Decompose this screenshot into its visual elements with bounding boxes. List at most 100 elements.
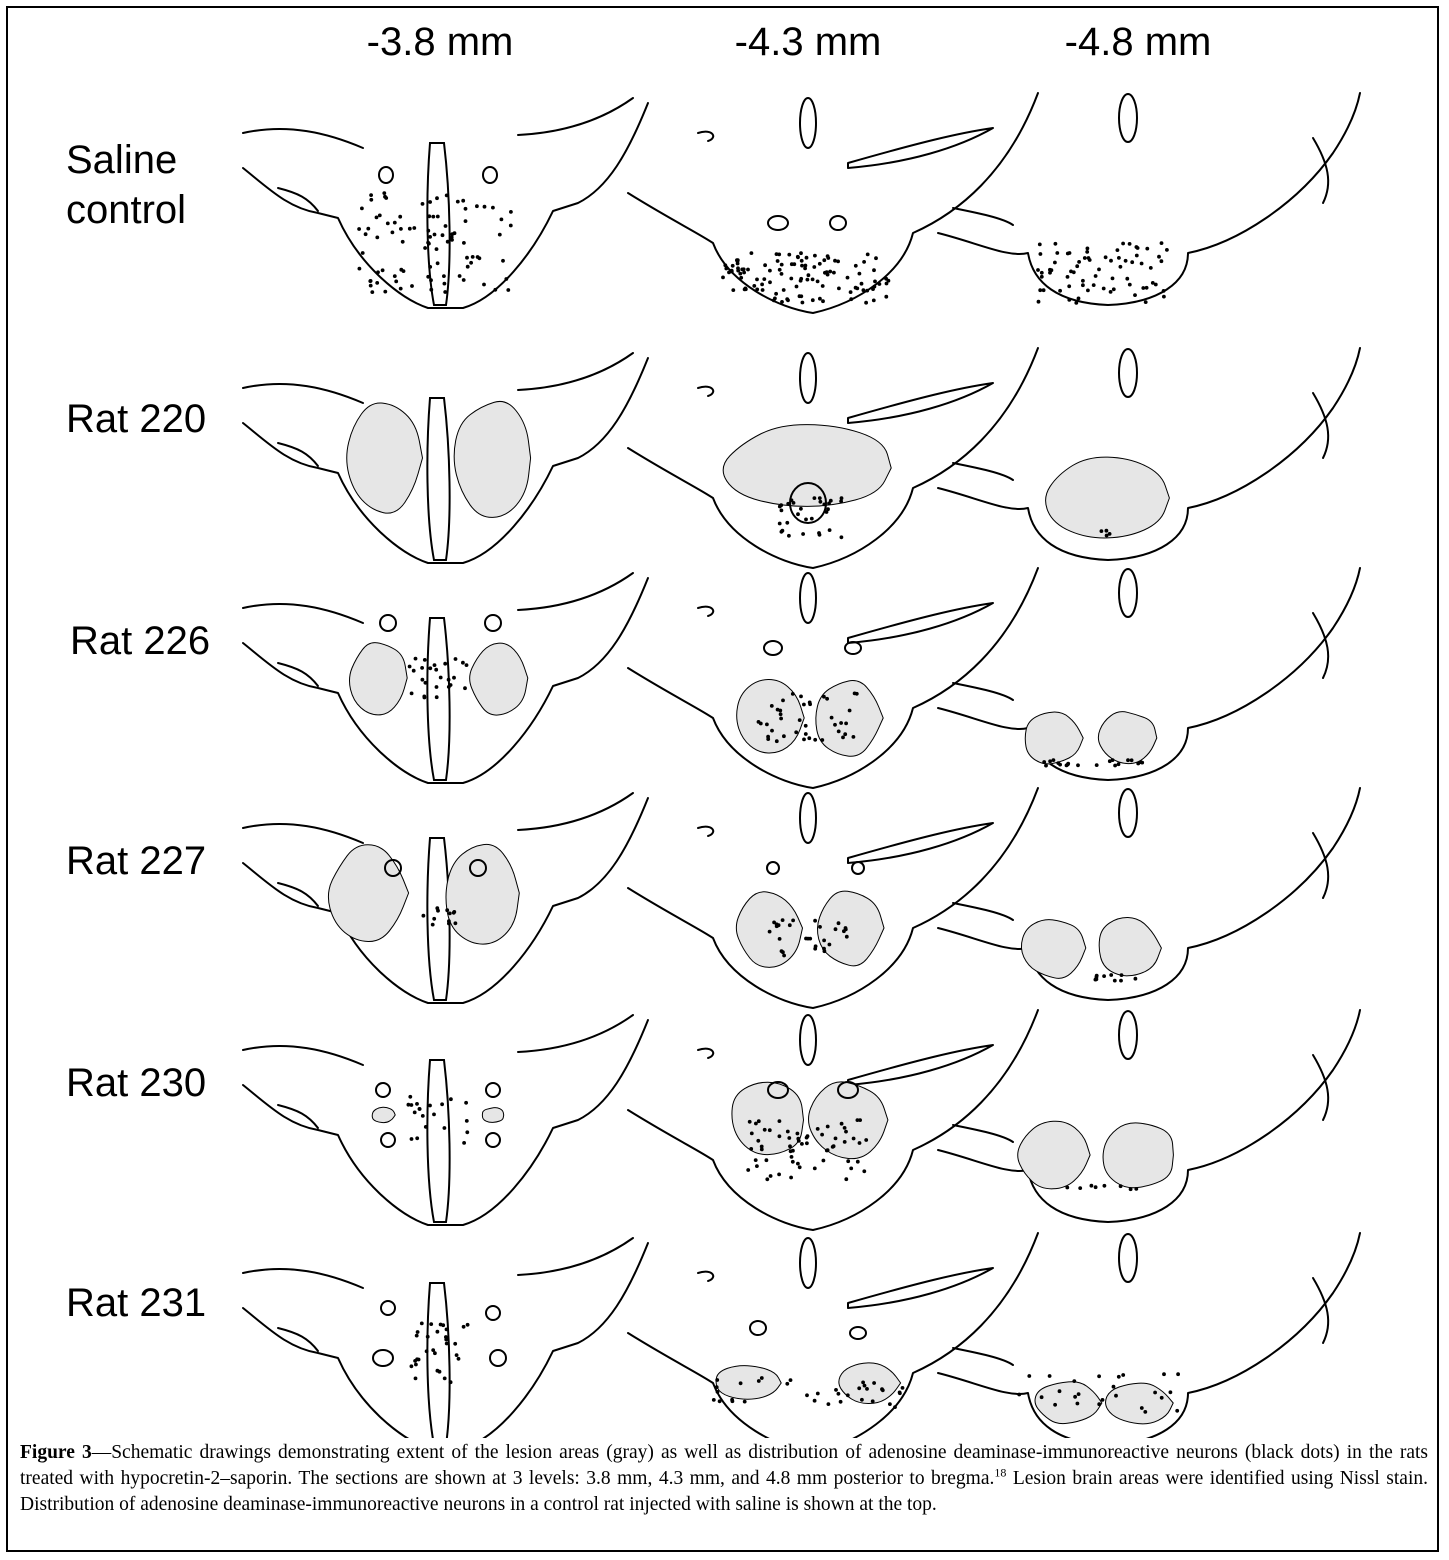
neuron-dot	[844, 722, 848, 726]
neuron-dot	[1055, 251, 1059, 255]
neuron-dot	[1038, 243, 1042, 247]
neuron-dot	[394, 280, 398, 284]
outline-curve	[698, 1272, 713, 1281]
neuron-dot	[743, 1400, 747, 1404]
neuron-dot	[1044, 764, 1048, 768]
neuron-dot	[436, 261, 440, 265]
neuron-dot	[454, 657, 458, 661]
neuron-dot	[796, 255, 800, 259]
neuron-dot	[822, 1159, 826, 1163]
neuron-dot	[1058, 289, 1062, 293]
neuron-dot	[429, 278, 433, 282]
neuron-dot	[1157, 255, 1161, 259]
neuron-dot	[1119, 979, 1123, 983]
neuron-dot	[739, 1381, 743, 1385]
neuron-dot	[443, 282, 447, 286]
neuron-dot	[786, 1130, 790, 1134]
neuron-dot	[1109, 290, 1113, 294]
neuron-dot	[799, 507, 803, 511]
neuron-dot	[482, 283, 486, 287]
neuron-dot	[779, 712, 783, 716]
neuron-dot	[802, 703, 806, 707]
neuron-dot	[1094, 1185, 1098, 1189]
outline-curve	[243, 1046, 363, 1065]
section-outline	[938, 348, 1360, 560]
neuron-dot	[826, 273, 830, 277]
neuron-dot	[1100, 529, 1104, 533]
neuron-dot	[796, 512, 800, 516]
neuron-dot	[813, 919, 817, 923]
neuron-dot	[785, 521, 789, 525]
neuron-dot	[465, 663, 469, 667]
figure-frame: -3.8 mm -4.3 mm -4.8 mm Saline control R…	[6, 6, 1439, 1552]
neuron-dot	[381, 268, 385, 272]
neuron-dot	[872, 1381, 876, 1385]
neuron-dot	[765, 1177, 769, 1181]
neuron-dot	[458, 274, 462, 278]
neuron-dot	[849, 1167, 853, 1171]
lesion-area	[737, 679, 805, 753]
neuron-dot	[789, 1176, 793, 1180]
neuron-dot	[834, 927, 838, 931]
neuron-dot	[1095, 977, 1099, 981]
neuron-dot	[1042, 288, 1046, 292]
neuron-dot	[778, 1134, 782, 1138]
neuron-dot	[361, 251, 365, 255]
neuron-dot	[1102, 287, 1106, 291]
neuron-dot	[443, 290, 447, 294]
neuron-dot	[813, 738, 817, 742]
vessel-outline	[486, 1306, 500, 1320]
neuron-dot	[360, 207, 364, 211]
neuron-dot	[858, 1118, 862, 1122]
lesion-area	[1025, 712, 1083, 764]
neuron-dot	[383, 195, 387, 199]
neuron-dot	[822, 947, 826, 951]
neuron-dot	[453, 1342, 457, 1346]
neuron-dot	[414, 657, 418, 661]
neuron-dot	[435, 685, 439, 689]
neuron-dot	[1017, 1393, 1021, 1397]
neuron-dot	[750, 1132, 754, 1136]
neuron-dot	[1074, 301, 1078, 305]
neuron-dot	[1077, 260, 1081, 264]
neuron-dot	[1092, 283, 1096, 287]
column-header-4-3mm: -4.3 mm	[658, 20, 958, 65]
neuron-dot	[844, 1177, 848, 1181]
lesion-area	[1035, 1382, 1102, 1424]
neuron-dot	[1076, 1402, 1080, 1406]
neuron-dot	[848, 709, 852, 713]
neuron-dot	[731, 1399, 735, 1403]
lesion-area	[1021, 920, 1085, 979]
neuron-dot	[778, 1119, 782, 1123]
neuron-dot	[422, 914, 426, 918]
neuron-dot	[1133, 293, 1137, 297]
neuron-dot	[818, 297, 822, 301]
neuron-dot	[852, 735, 856, 739]
neuron-dot	[426, 1335, 430, 1339]
neuron-dot	[816, 1392, 820, 1396]
neuron-dot	[777, 253, 781, 257]
neuron-dot	[837, 730, 841, 734]
vessel-outline	[852, 862, 864, 874]
neuron-dot	[789, 1149, 793, 1153]
lesion-area	[1018, 1121, 1090, 1189]
neuron-dot	[1081, 283, 1085, 287]
neuron-dot	[426, 229, 430, 233]
neuron-dot	[426, 241, 430, 245]
neuron-dot	[837, 1392, 841, 1396]
neuron-dot	[712, 1398, 716, 1402]
outline-slit	[848, 823, 993, 863]
neuron-dot	[885, 282, 889, 286]
neuron-dot	[445, 1328, 449, 1332]
neuron-dot	[1135, 254, 1139, 258]
neuron-dot	[731, 288, 735, 292]
neuron-dot	[1102, 974, 1106, 978]
neuron-dot	[775, 739, 779, 743]
third-ventricle	[427, 1060, 449, 1222]
neuron-dot	[1121, 242, 1125, 246]
neuron-dot	[1165, 248, 1169, 252]
neuron-dot	[839, 1400, 843, 1404]
neuron-dot	[447, 922, 451, 926]
neuron-dot	[818, 262, 822, 266]
neuron-dot	[1175, 1409, 1179, 1413]
